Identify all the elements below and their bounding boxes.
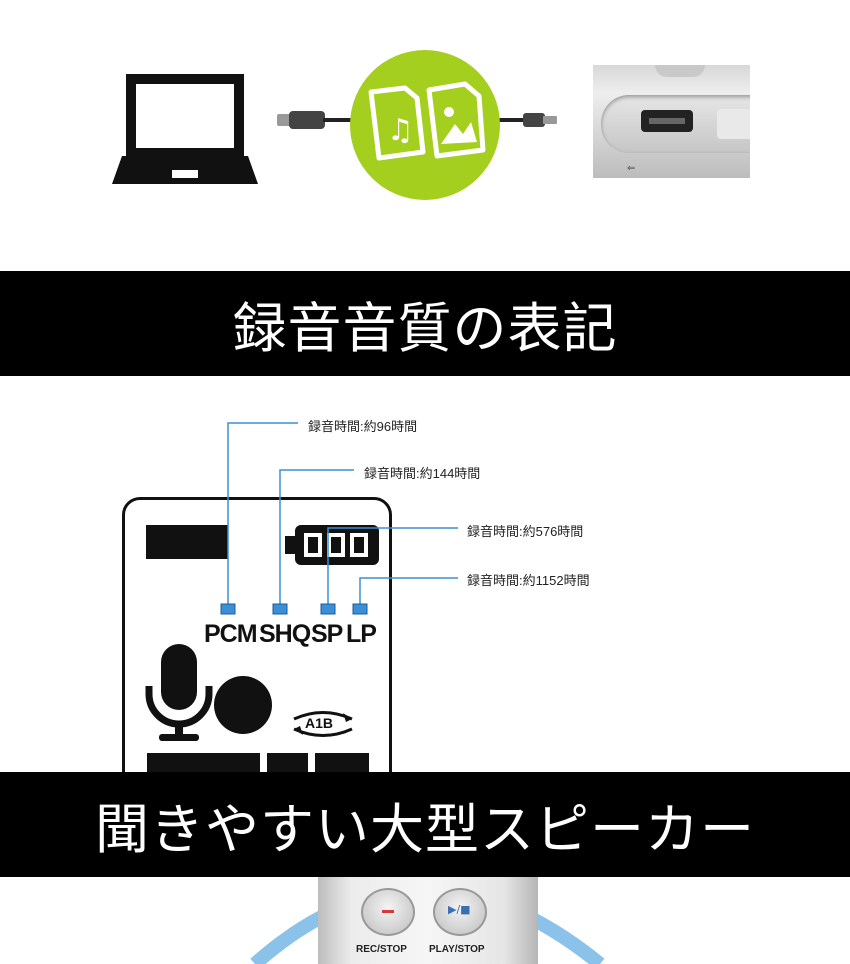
display-bottom-segment bbox=[315, 753, 369, 772]
rec-stop-button[interactable] bbox=[361, 888, 415, 936]
device-top-button bbox=[655, 65, 705, 77]
callout-line-lp bbox=[359, 577, 458, 606]
indicator-sp bbox=[320, 603, 336, 615]
note-sp: 録音時間:約576時間 bbox=[467, 524, 584, 539]
device-port-photo: ⇐ bbox=[593, 65, 750, 178]
mode-label-sp: SP bbox=[311, 620, 343, 648]
svg-text:♫: ♫ bbox=[387, 113, 414, 148]
indicator-shq bbox=[272, 603, 288, 615]
note-lp: 録音時間:約1152時間 bbox=[467, 573, 590, 588]
device-slider bbox=[717, 109, 750, 139]
mode-label-lp: LP bbox=[346, 620, 377, 648]
section-title-recording-quality: 録音音質の表記 bbox=[0, 271, 850, 376]
note-shq: 録音時間:約144時間 bbox=[364, 466, 481, 481]
callout-line-shq bbox=[279, 469, 354, 606]
battery-icon bbox=[285, 525, 379, 565]
indicator-lp bbox=[352, 603, 368, 615]
music-image-files-icon: ♫ bbox=[368, 81, 486, 161]
display-segment-bar bbox=[146, 525, 228, 559]
ab-repeat-icon bbox=[293, 711, 353, 737]
display-bottom-segment bbox=[267, 753, 308, 772]
micro-usb-port bbox=[641, 110, 693, 132]
callout-line-pcm bbox=[227, 422, 298, 606]
laptop-icon bbox=[112, 74, 258, 184]
play-pause-icon: ▶/■ bbox=[448, 903, 471, 916]
ab-repeat-label: A1B bbox=[305, 715, 334, 731]
indicator-pcm bbox=[220, 603, 236, 615]
rec-stop-label: REC/STOP bbox=[356, 944, 407, 955]
microphone-icon bbox=[145, 644, 213, 741]
note-pcm: 録音時間:約96時間 bbox=[308, 419, 418, 434]
mode-label-pcm: PCM bbox=[204, 620, 258, 648]
play-stop-button[interactable]: ▶/■ bbox=[433, 888, 487, 936]
section-title-speaker: 聞きやすい大型スピーカー bbox=[0, 772, 850, 877]
record-dot-icon bbox=[214, 676, 272, 734]
usb-symbol-icon: ⇐ bbox=[627, 163, 636, 174]
mode-label-shq: SHQ bbox=[259, 620, 311, 648]
display-bottom-segment bbox=[147, 753, 260, 772]
play-stop-label: PLAY/STOP bbox=[429, 944, 485, 955]
device-body-photo bbox=[318, 877, 538, 964]
record-dash-icon bbox=[382, 910, 394, 913]
callout-line-sp bbox=[327, 527, 458, 606]
